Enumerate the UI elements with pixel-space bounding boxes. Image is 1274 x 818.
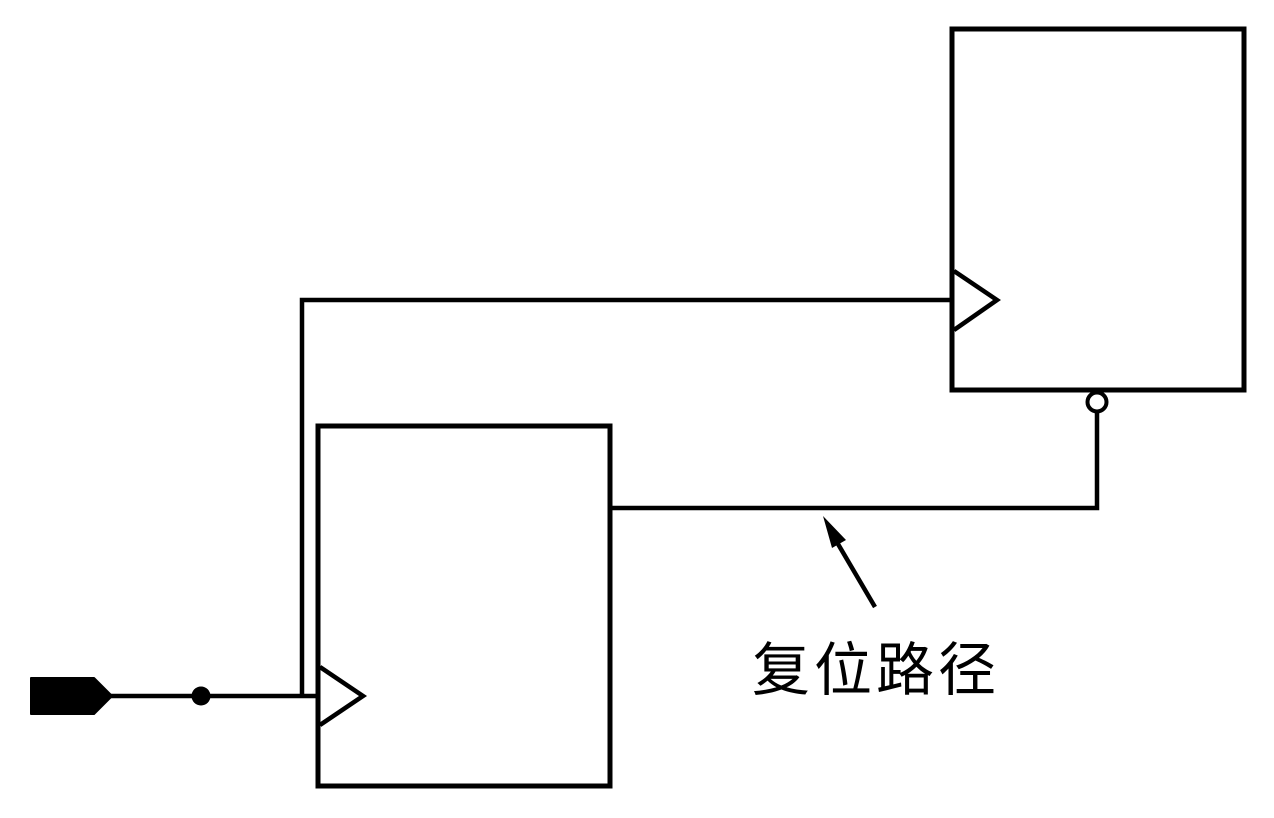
clock-triangle-icon-bottom (318, 665, 368, 727)
annotation-arrow-shaft (836, 542, 877, 609)
flipflop-top-box (949, 26, 1247, 393)
junction-dot (191, 686, 211, 706)
input-pin-icon (30, 677, 113, 715)
clock-branch-wire (299, 297, 952, 698)
flipflop-bottom-box (315, 423, 613, 789)
inversion-bubble (1085, 390, 1109, 414)
reset-path-label: 复位路径 (752, 636, 1000, 704)
reset-wire (610, 405, 1100, 511)
annotation-arrow-head (823, 516, 846, 548)
clock-triangle-icon-top (952, 269, 1001, 332)
